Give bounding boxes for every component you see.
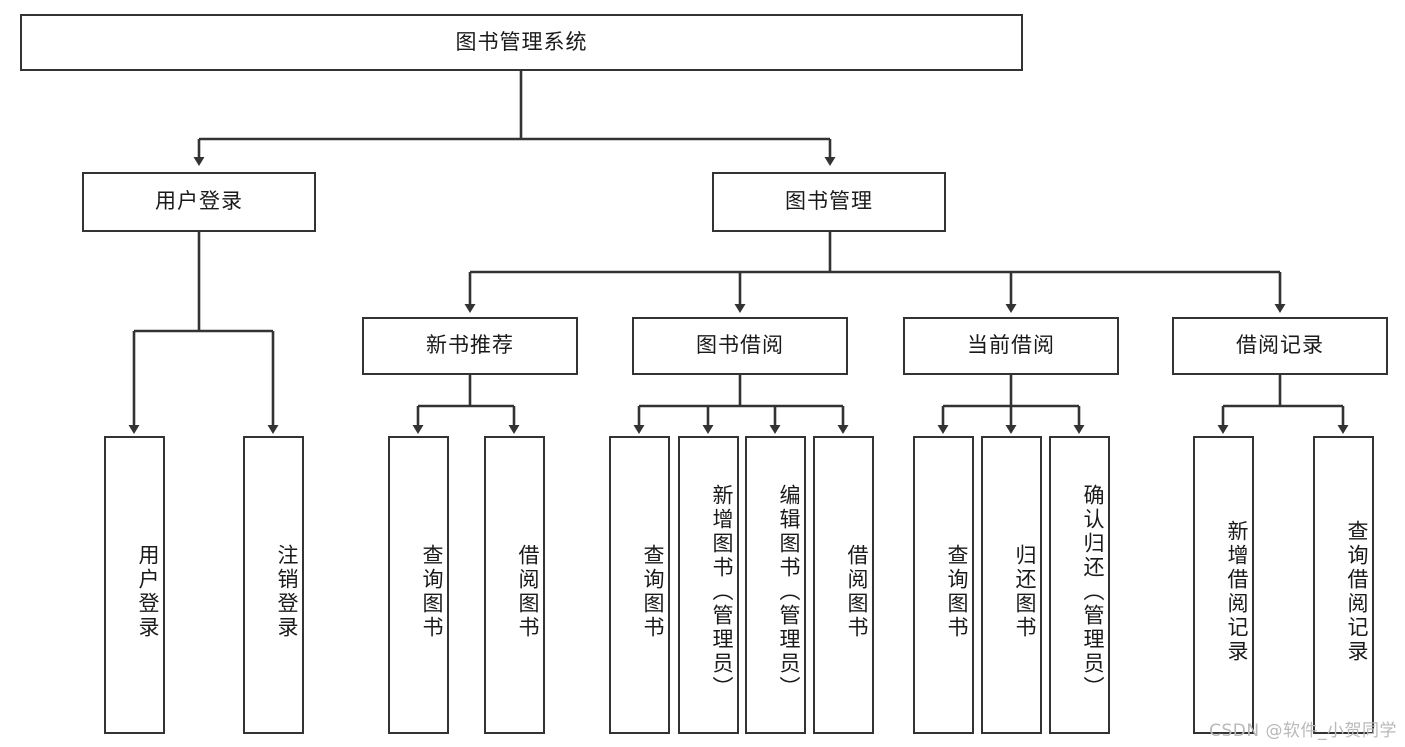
node-user-login[interactable]: 用户登录: [82, 172, 316, 232]
node-leaf-add-borrow-record-label: 新增借阅记录: [1225, 520, 1249, 664]
node-borrow-record-label: 借阅记录: [1236, 333, 1324, 358]
node-leaf-add-borrow-record[interactable]: 新增借阅记录: [1193, 436, 1254, 734]
node-root[interactable]: 图书管理系统: [20, 14, 1023, 71]
node-current-borrow[interactable]: 当前借阅: [903, 317, 1119, 375]
node-leaf-query-book-2-label: 查询图书: [641, 544, 665, 640]
node-leaf-edit-book-admin-label: 编辑图书（管理员）: [777, 484, 801, 700]
node-user-login-label: 用户登录: [155, 189, 243, 214]
node-book-management-label: 图书管理: [785, 189, 873, 214]
node-leaf-query-borrow-record-label: 查询借阅记录: [1345, 520, 1369, 664]
node-leaf-confirm-return-admin[interactable]: 确认归还（管理员）: [1049, 436, 1110, 734]
node-leaf-query-book-1[interactable]: 查询图书: [388, 436, 449, 734]
node-leaf-user-login[interactable]: 用户登录: [104, 436, 165, 734]
node-book-borrow[interactable]: 图书借阅: [632, 317, 848, 375]
node-leaf-query-book-2[interactable]: 查询图书: [609, 436, 670, 734]
node-book-management[interactable]: 图书管理: [712, 172, 946, 232]
node-leaf-user-login-label: 用户登录: [136, 544, 160, 640]
node-leaf-borrow-book-1-label: 借阅图书: [516, 544, 540, 640]
node-root-label: 图书管理系统: [455, 29, 588, 54]
node-leaf-borrow-book-2-label: 借阅图书: [845, 544, 869, 640]
node-borrow-record[interactable]: 借阅记录: [1172, 317, 1388, 375]
node-leaf-return-book[interactable]: 归还图书: [981, 436, 1042, 734]
node-leaf-logout-login[interactable]: 注销登录: [243, 436, 304, 734]
node-leaf-logout-login-label: 注销登录: [275, 544, 299, 640]
node-leaf-query-book-3[interactable]: 查询图书: [913, 436, 974, 734]
csdn-watermark: CSDN @软件_小贺同学: [1209, 721, 1397, 741]
node-leaf-add-book-admin-label: 新增图书（管理员）: [710, 484, 734, 700]
node-leaf-query-borrow-record[interactable]: 查询借阅记录: [1313, 436, 1374, 734]
node-book-borrow-label: 图书借阅: [696, 333, 784, 358]
node-new-book-recommend[interactable]: 新书推荐: [362, 317, 578, 375]
node-leaf-query-book-1-label: 查询图书: [420, 544, 444, 640]
node-new-book-recommend-label: 新书推荐: [426, 333, 514, 358]
node-leaf-query-book-3-label: 查询图书: [945, 544, 969, 640]
node-leaf-borrow-book-1[interactable]: 借阅图书: [484, 436, 545, 734]
node-leaf-confirm-return-admin-label: 确认归还（管理员）: [1081, 484, 1105, 700]
node-leaf-edit-book-admin[interactable]: 编辑图书（管理员）: [745, 436, 806, 734]
node-leaf-borrow-book-2[interactable]: 借阅图书: [813, 436, 874, 734]
node-leaf-add-book-admin[interactable]: 新增图书（管理员）: [678, 436, 739, 734]
node-leaf-return-book-label: 归还图书: [1013, 544, 1037, 640]
node-current-borrow-label: 当前借阅: [967, 333, 1055, 358]
